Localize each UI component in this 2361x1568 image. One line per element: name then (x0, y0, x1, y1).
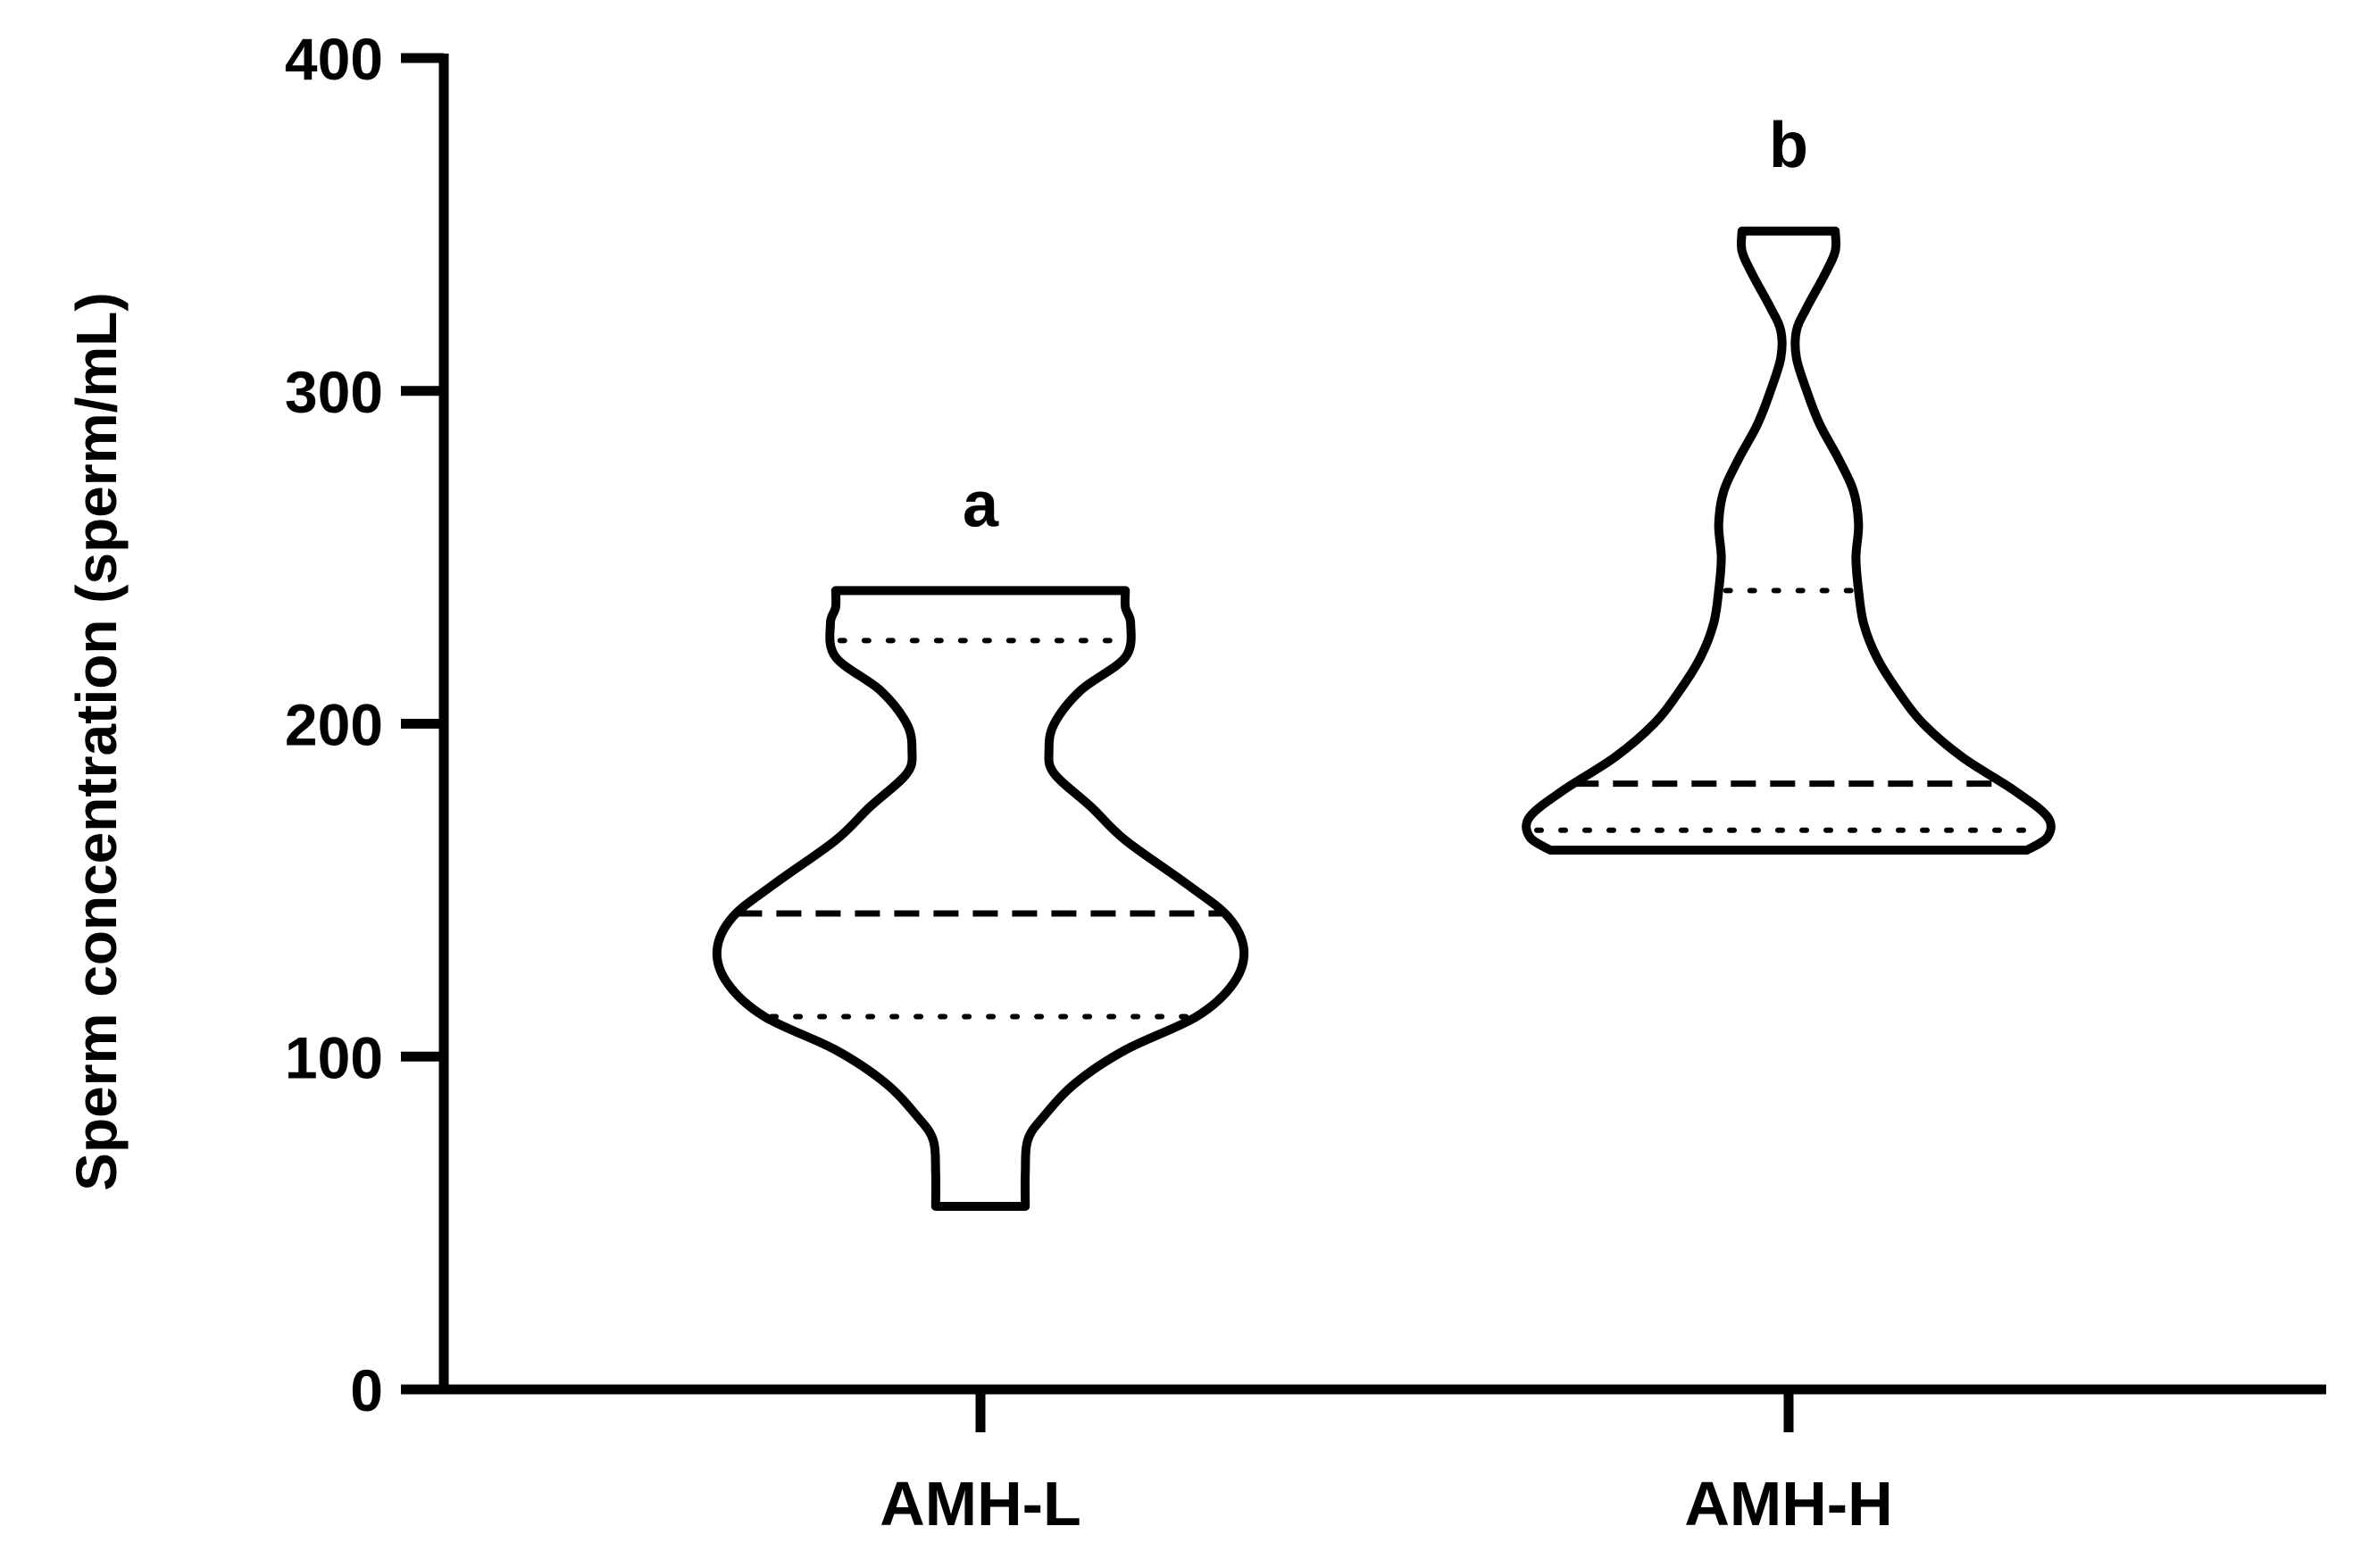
x-ticks: AMH-L AMH-H (880, 1389, 1893, 1539)
significance-letter-b: b (1769, 110, 1808, 181)
violin-outline (1522, 226, 2056, 855)
x-tick-label-amh-l: AMH-L (880, 1469, 1080, 1539)
violin-amh-l (712, 586, 1249, 1211)
y-tick-label: 300 (285, 359, 383, 425)
x-tick-label-amh-h: AMH-H (1684, 1469, 1892, 1539)
y-tick-label: 200 (285, 692, 383, 758)
significance-letters: ab (963, 110, 1808, 541)
y-tick-label: 400 (285, 26, 383, 92)
y-tick-label: 0 (350, 1357, 383, 1423)
y-ticks: 0 100 200 300 400 (285, 26, 444, 1423)
axes-layer (438, 54, 2326, 1395)
significance-letter-a: a (963, 469, 999, 540)
violin-amh-h (1522, 226, 2056, 855)
y-tick-label: 100 (285, 1024, 383, 1090)
violins-layer (712, 226, 2056, 1211)
y-axis-title: Sperm concentration (sperm/mL) (64, 292, 129, 1190)
violin-outline (712, 586, 1249, 1211)
